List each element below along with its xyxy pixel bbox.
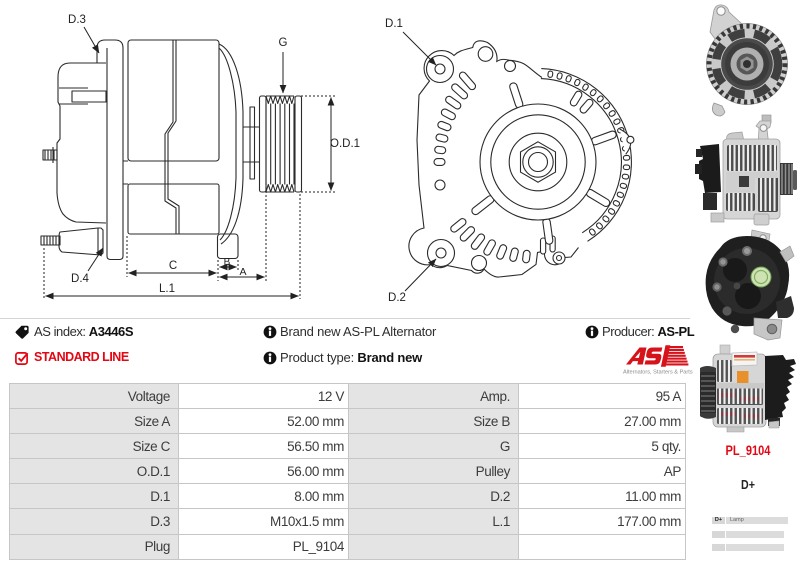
svg-text:O.D.1: O.D.1 (330, 138, 360, 150)
svg-text:A: A (239, 266, 246, 278)
svg-text:D.1: D.1 (385, 18, 403, 30)
svg-text:D.3: D.3 (68, 14, 86, 26)
svg-text:B: B (224, 257, 231, 268)
svg-text:G: G (279, 37, 288, 49)
svg-text:D.4: D.4 (71, 273, 90, 285)
svg-text:Alternators, Starters & Parts: Alternators, Starters & Parts (623, 370, 693, 376)
svg-text:L.1: L.1 (159, 283, 175, 295)
svg-text:C: C (169, 260, 177, 272)
svg-text:D.2: D.2 (388, 292, 406, 304)
